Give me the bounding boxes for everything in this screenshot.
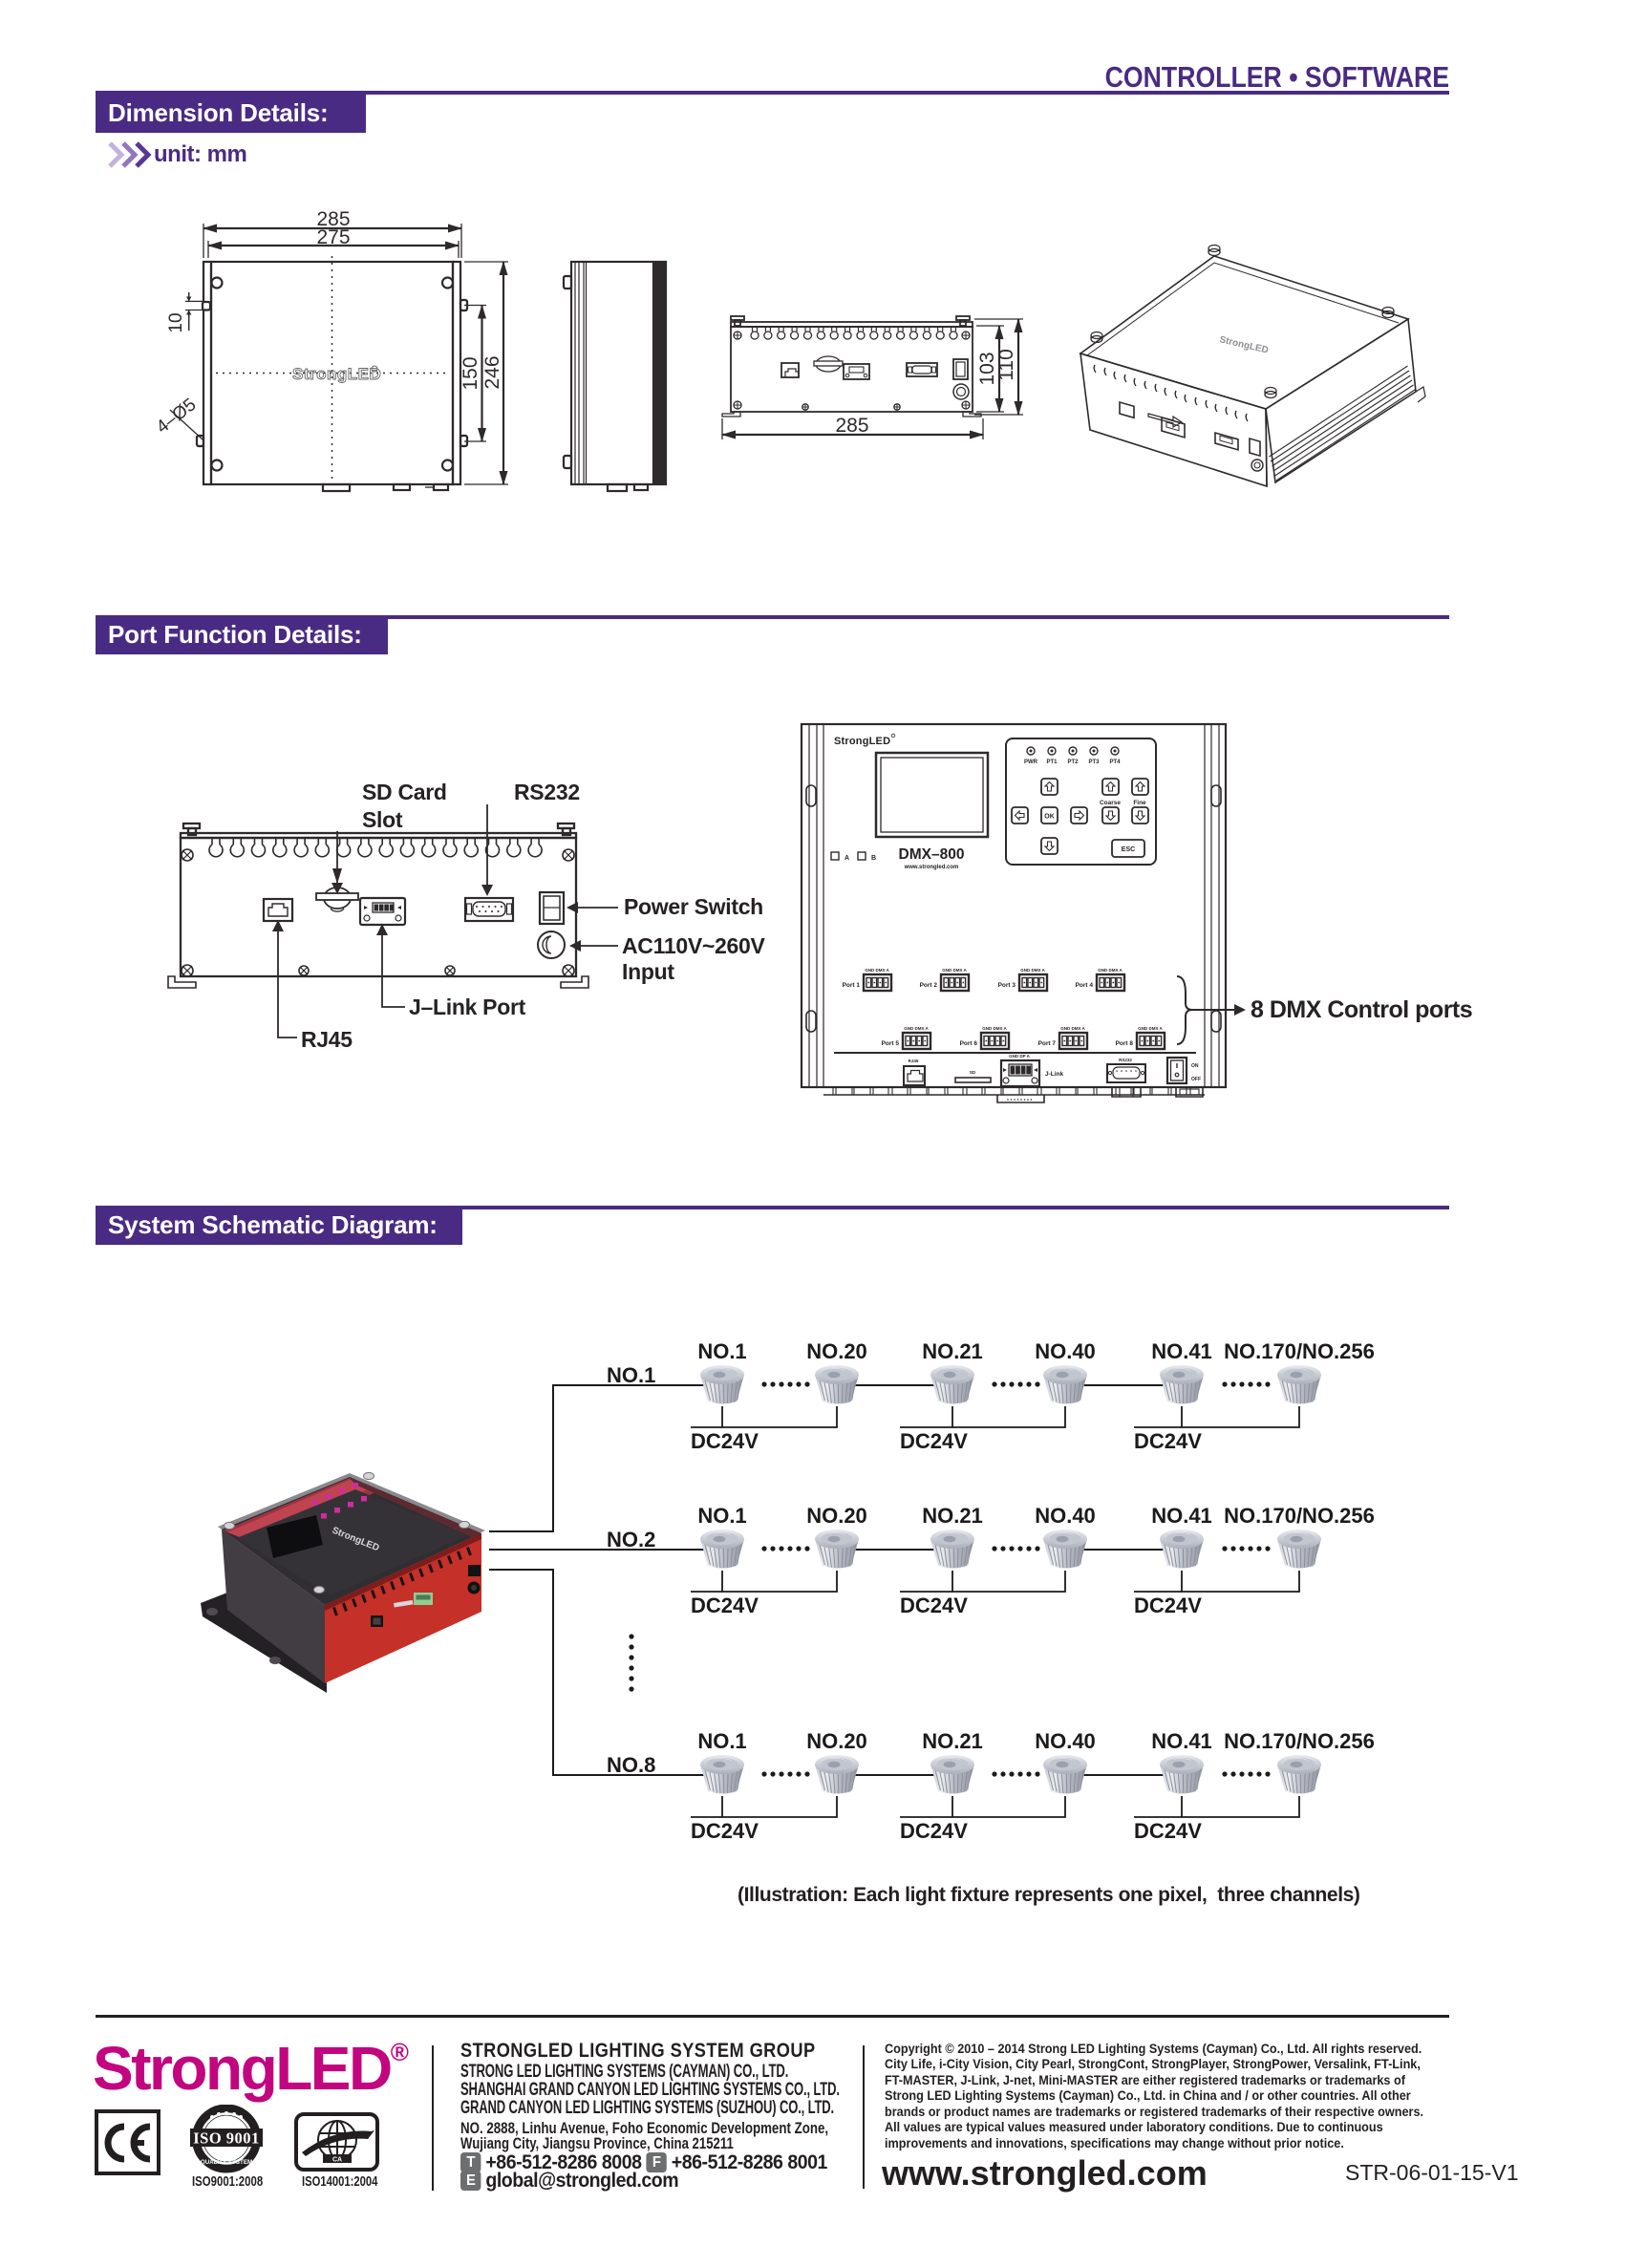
svg-text:Port 6: Port 6 — [960, 1040, 978, 1047]
svg-text:GND DMX A: GND DMX A — [1098, 968, 1123, 973]
svg-text:DMX–800: DMX–800 — [899, 846, 965, 863]
svg-text:B: B — [871, 855, 876, 862]
svg-text:A: A — [845, 855, 849, 862]
svg-text:NO.40: NO.40 — [1035, 1339, 1096, 1363]
svg-text:Power Switch: Power Switch — [624, 894, 763, 919]
svg-text:DC24V: DC24V — [691, 1594, 759, 1617]
svg-text:Fine: Fine — [1133, 800, 1146, 806]
svg-text:GND DMX A: GND DMX A — [904, 1026, 929, 1031]
svg-text:Port 1: Port 1 — [843, 982, 861, 989]
svg-text:GND DP A: GND DP A — [1009, 1054, 1031, 1059]
svg-text:103: 103 — [976, 352, 998, 385]
svg-text:PT1: PT1 — [1046, 760, 1058, 765]
svg-text:DC24V: DC24V — [900, 1819, 968, 1843]
svg-text:RS232: RS232 — [514, 780, 580, 804]
svg-text:NO.8: NO.8 — [607, 1753, 655, 1777]
svg-text:DC24V: DC24V — [691, 1429, 759, 1453]
svg-text:DC24V: DC24V — [1134, 1819, 1202, 1843]
svg-text:GND DMX A: GND DMX A — [865, 968, 889, 973]
svg-text:NO.20: NO.20 — [806, 1339, 867, 1363]
svg-text:OK: OK — [1044, 814, 1055, 821]
svg-text:NO.21: NO.21 — [922, 1339, 983, 1363]
svg-text:Coarse: Coarse — [1100, 800, 1121, 806]
svg-text:RS232: RS232 — [1119, 1058, 1132, 1062]
svg-text:RJ45: RJ45 — [301, 1027, 353, 1052]
svg-text:NO.1: NO.1 — [697, 1729, 746, 1753]
svg-text:8 DMX Control ports: 8 DMX Control ports — [1251, 996, 1472, 1023]
svg-text:NO.40: NO.40 — [1035, 1729, 1096, 1753]
svg-text:NO.41: NO.41 — [1151, 1729, 1212, 1753]
svg-text:NO.170/NO.256: NO.170/NO.256 — [1224, 1504, 1375, 1528]
svg-text:NO.20: NO.20 — [806, 1504, 867, 1528]
svg-text:GND DMX A: GND DMX A — [1138, 1026, 1163, 1031]
svg-text:ESC: ESC — [1122, 846, 1135, 853]
svg-text:GND DMX A: GND DMX A — [942, 968, 967, 973]
svg-text:DC24V: DC24V — [1134, 1429, 1202, 1453]
svg-text:NO.1: NO.1 — [697, 1339, 746, 1363]
svg-text:NO.170/NO.256: NO.170/NO.256 — [1224, 1729, 1375, 1753]
svg-text:QUALITY SYSTEM: QUALITY SYSTEM — [201, 2159, 252, 2166]
svg-text:NO.1: NO.1 — [697, 1504, 746, 1528]
svg-text:DC24V: DC24V — [1134, 1594, 1202, 1617]
svg-text:NO.1: NO.1 — [607, 1363, 655, 1387]
svg-text:ON: ON — [1191, 1063, 1199, 1069]
svg-text:Input: Input — [622, 959, 674, 984]
svg-text:NO.21: NO.21 — [922, 1504, 983, 1528]
svg-text:DC24V: DC24V — [900, 1594, 968, 1617]
svg-text:GND DMX A: GND DMX A — [1060, 1026, 1085, 1031]
svg-text:SD Card: SD Card — [362, 780, 447, 804]
svg-text:NO.40: NO.40 — [1035, 1504, 1096, 1528]
svg-text:10: 10 — [166, 312, 186, 332]
svg-text:NO.2: NO.2 — [607, 1528, 655, 1551]
svg-text:StrongLED: StrongLED — [834, 736, 890, 747]
svg-text:NO.41: NO.41 — [1151, 1339, 1212, 1363]
svg-text:J–Link Port: J–Link Port — [409, 995, 526, 1019]
svg-text:285: 285 — [316, 208, 350, 230]
svg-text:NO.21: NO.21 — [922, 1729, 983, 1753]
svg-text:StrongLED: StrongLED — [292, 365, 381, 383]
svg-text:DC24V: DC24V — [691, 1819, 759, 1843]
svg-text:285: 285 — [835, 415, 868, 437]
svg-text:SD: SD — [970, 1070, 976, 1075]
svg-text:Port 4: Port 4 — [1076, 982, 1094, 989]
svg-text:Port 8: Port 8 — [1116, 1040, 1134, 1047]
svg-text:NO.41: NO.41 — [1151, 1504, 1212, 1528]
svg-text:NO.20: NO.20 — [806, 1729, 867, 1753]
svg-text:Port 7: Port 7 — [1038, 1040, 1057, 1047]
svg-text:PT3: PT3 — [1088, 760, 1100, 765]
svg-text:DC24V: DC24V — [900, 1429, 968, 1453]
svg-text:StrongLED: StrongLED — [1218, 334, 1269, 355]
svg-text:246: 246 — [481, 355, 503, 389]
svg-text:www.strongled.com: www.strongled.com — [904, 865, 959, 870]
svg-text:150: 150 — [460, 356, 481, 390]
svg-text:GND DMX A: GND DMX A — [982, 1026, 1007, 1031]
svg-text:Port 2: Port 2 — [920, 982, 938, 989]
svg-text:CA: CA — [332, 2157, 342, 2164]
svg-text:Port 5: Port 5 — [882, 1040, 900, 1047]
svg-text:GND DMX A: GND DMX A — [1020, 968, 1045, 973]
svg-text:PWR: PWR — [1024, 760, 1038, 765]
svg-text:110: 110 — [995, 349, 1017, 380]
svg-text:Port 3: Port 3 — [998, 982, 1016, 989]
svg-text:PT2: PT2 — [1067, 760, 1079, 765]
svg-text:NO.170/NO.256: NO.170/NO.256 — [1224, 1339, 1375, 1363]
svg-text:RJ45: RJ45 — [909, 1059, 919, 1063]
svg-text:AC110V~260V: AC110V~260V — [622, 933, 765, 958]
svg-text:Slot: Slot — [362, 807, 403, 832]
svg-text:ISO 9001: ISO 9001 — [193, 2129, 260, 2148]
svg-text:OFF: OFF — [1191, 1077, 1201, 1082]
svg-text:J-Link: J-Link — [1045, 1071, 1064, 1078]
svg-text:PT4: PT4 — [1109, 760, 1121, 765]
svg-text:275: 275 — [316, 226, 350, 248]
